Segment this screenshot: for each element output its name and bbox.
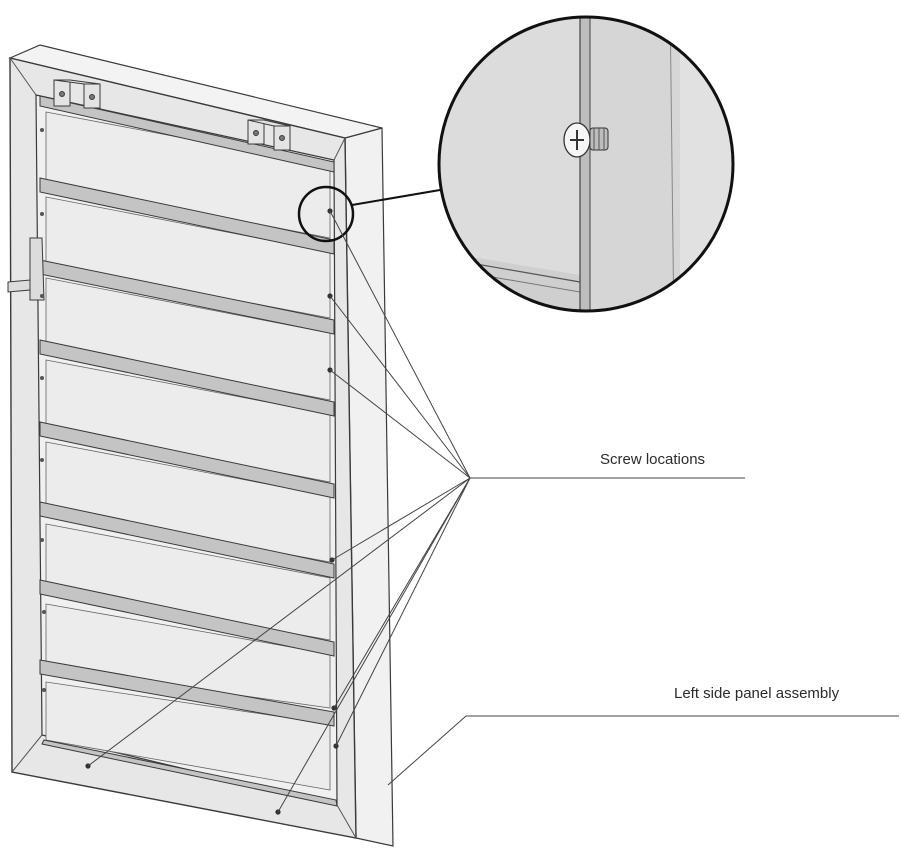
- louver-panels: [45, 111, 331, 791]
- hinge-bracket: [7, 237, 45, 301]
- zoom-detail-view: [437, 15, 735, 313]
- label-left-side-panel-assembly: Left side panel assembly: [674, 685, 840, 702]
- detail-highlight-circle: [297, 185, 355, 243]
- louver-slats: [39, 95, 338, 807]
- mounting-brackets: [53, 79, 291, 151]
- frame-bevels: [9, 57, 357, 839]
- detail-connector-line: [351, 189, 441, 206]
- leader-line-panel: [387, 715, 899, 786]
- left-rail-screws: [40, 128, 46, 692]
- label-screw-locations: Screw locations: [600, 451, 706, 468]
- leader-lines-screws: [87, 210, 745, 813]
